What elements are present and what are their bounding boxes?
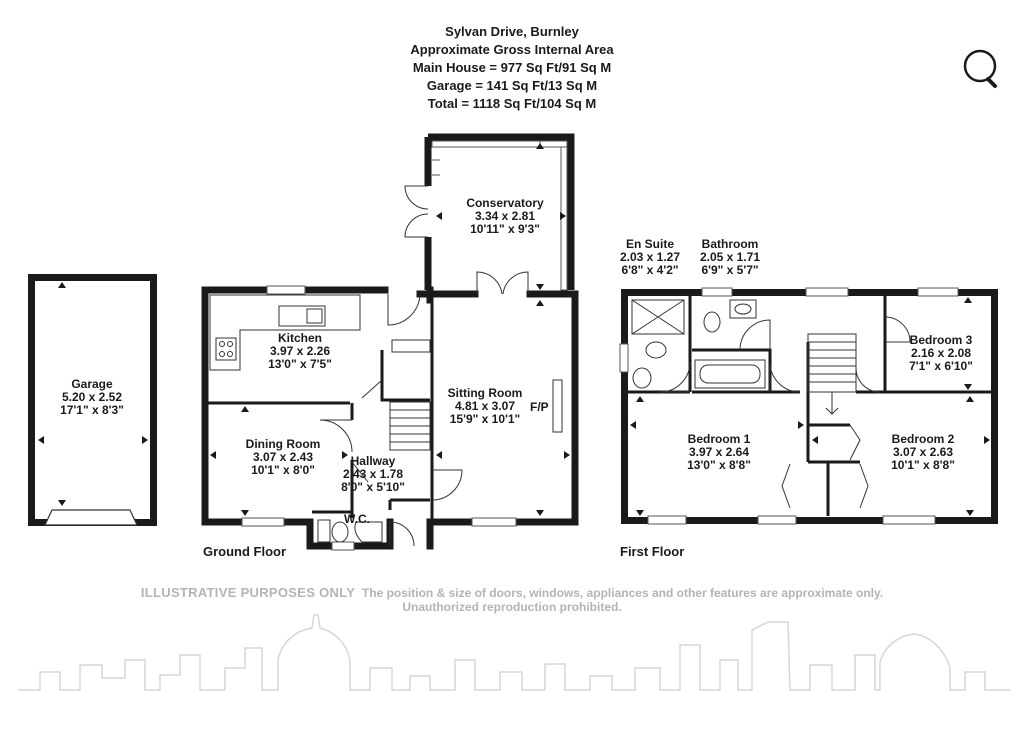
- disclaimer-line-2: Unauthorized reproduction prohibited.: [402, 600, 622, 614]
- compass-north-icon: [963, 49, 997, 88]
- garage-door: [44, 509, 138, 526]
- area-title: Approximate Gross Internal Area: [410, 42, 614, 57]
- skyline-silhouette: [18, 614, 1010, 691]
- first-floor-label: First Floor: [620, 544, 685, 559]
- address-title: Sylvan Drive, Burnley: [445, 24, 579, 39]
- disclaimer-lead: ILLUSTRATIVE PURPOSES ONLY: [140, 585, 356, 600]
- disclaimer: ILLUSTRATIVE PURPOSES ONLY The position …: [0, 585, 1024, 615]
- first-floor-stairs: [807, 333, 857, 415]
- total-area: Total = 1118 Sq Ft/104 Sq M: [427, 96, 597, 111]
- ground-stairs: [389, 401, 431, 451]
- garage-area: Garage = 141 Sq Ft/13 Sq M: [426, 78, 598, 93]
- fireplace-label: F/P: [530, 400, 549, 414]
- disclaimer-text: The position & size of doors, windows, a…: [361, 586, 884, 600]
- main-house-area: Main House = 977 Sq Ft/91 Sq M: [412, 60, 612, 75]
- conservatory-frame: [424, 133, 575, 291]
- room-wc: W.C.: [344, 512, 370, 526]
- ground-floor-label: Ground Floor: [203, 544, 287, 559]
